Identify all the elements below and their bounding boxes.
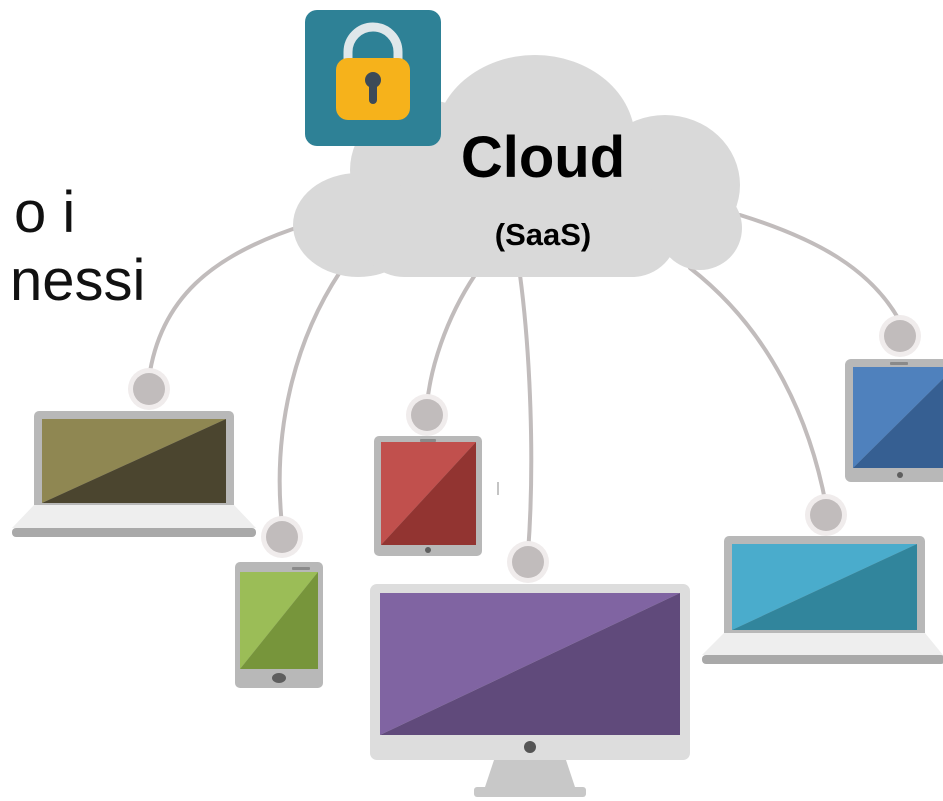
node-tablet-red [406, 394, 448, 436]
connector-tablet-blue [738, 213, 900, 320]
connector-laptop-teal [688, 266, 828, 507]
connectors [147, 213, 900, 555]
phone-green-device [235, 562, 323, 688]
node-monitor-purple [507, 541, 549, 583]
connector-tablet-red [425, 273, 477, 407]
cloud-title: Cloud [461, 125, 625, 190]
connector-phone-green [277, 270, 342, 527]
node-phone-green [261, 516, 303, 558]
padlock-icon [305, 10, 441, 146]
cloud-shape [293, 55, 742, 277]
connector-monitor-purple [518, 273, 534, 555]
monitor-purple-device [370, 584, 690, 797]
background-text-line-2: nessi [10, 248, 145, 313]
laptop-olive-device [12, 411, 256, 537]
connector-nodes [128, 315, 921, 583]
tablet-blue-device [845, 359, 943, 482]
tablet-red-device [374, 436, 482, 556]
connector-laptop-olive [147, 223, 307, 380]
laptop-teal-device [702, 536, 943, 664]
node-tablet-blue [879, 315, 921, 357]
cloud-subtitle: (SaaS) [495, 217, 591, 252]
node-laptop-teal [805, 494, 847, 536]
node-laptop-olive [128, 368, 170, 410]
background-text-line-1: o i [14, 180, 75, 245]
